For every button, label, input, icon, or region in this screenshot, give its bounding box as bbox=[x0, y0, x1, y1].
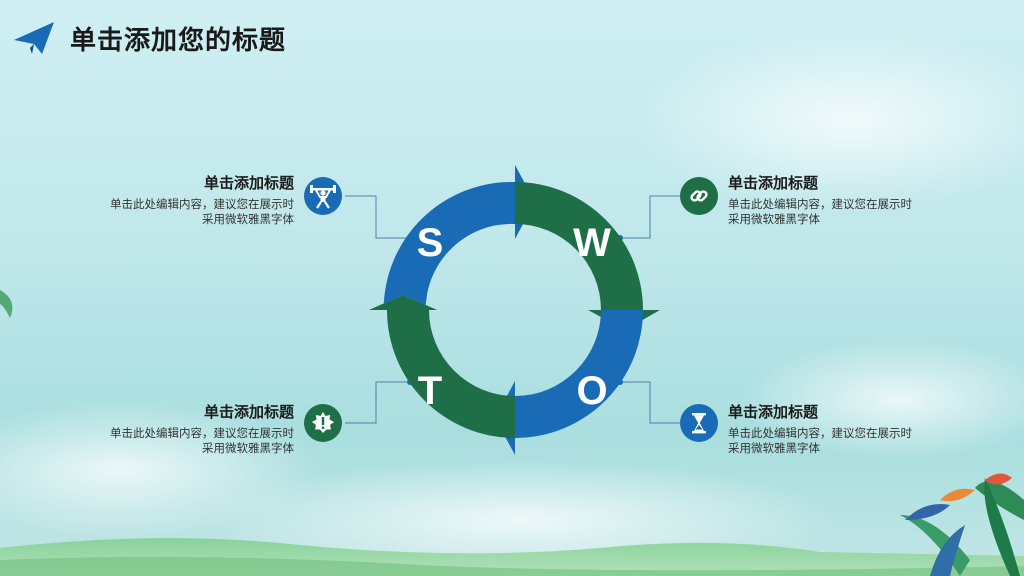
item-s-icon-badge bbox=[304, 177, 342, 215]
item-w-heading[interactable]: 单击添加标题 bbox=[728, 174, 819, 192]
item-w-body-line1[interactable]: 单击此处编辑内容，建议您在展示时 bbox=[728, 197, 912, 211]
swot-arc-t[interactable] bbox=[369, 295, 515, 438]
item-t-icon-badge bbox=[304, 404, 342, 442]
swot-arc-w[interactable] bbox=[515, 182, 660, 330]
weightlifter-icon bbox=[310, 185, 336, 209]
item-t-body-line2[interactable]: 采用微软雅黑字体 bbox=[202, 441, 294, 455]
item-s-textbox: 单击添加标题 单击此处编辑内容，建议您在展示时 采用微软雅黑字体 bbox=[64, 172, 294, 227]
tropical-leaves-decoration bbox=[900, 473, 1024, 576]
swot-arc-o[interactable] bbox=[495, 310, 643, 455]
swot-letter-o: O bbox=[576, 369, 607, 413]
item-t-heading[interactable]: 单击添加标题 bbox=[203, 403, 294, 421]
alert-badge-icon bbox=[312, 412, 334, 433]
swot-letter-s: S bbox=[417, 221, 444, 265]
swot-letter-t: T bbox=[418, 369, 442, 413]
item-s-heading[interactable]: 单击添加标题 bbox=[203, 174, 294, 192]
item-s-body-line2[interactable]: 采用微软雅黑字体 bbox=[202, 212, 294, 226]
item-o-heading[interactable]: 单击添加标题 bbox=[728, 403, 819, 421]
slide-title[interactable]: 单击添加您的标题 bbox=[70, 25, 287, 56]
link-chain-icon bbox=[690, 190, 708, 202]
item-o-icon-badge bbox=[680, 404, 718, 442]
item-o-body-line2[interactable]: 采用微软雅黑字体 bbox=[728, 441, 820, 455]
swot-arc-s[interactable] bbox=[369, 165, 535, 310]
item-s-body-line1[interactable]: 单击此处编辑内容，建议您在展示时 bbox=[110, 197, 294, 211]
hourglass-icon bbox=[692, 413, 706, 434]
item-w-icon-badge bbox=[680, 177, 718, 215]
slide-header: 单击添加您的标题 bbox=[12, 16, 286, 60]
item-o-body-line1[interactable]: 单击此处编辑内容，建议您在展示时 bbox=[728, 426, 912, 440]
item-o-textbox: 单击添加标题 单击此处编辑内容，建议您在展示时 采用微软雅黑字体 bbox=[728, 401, 958, 456]
item-w-textbox: 单击添加标题 单击此处编辑内容，建议您在展示时 采用微软雅黑字体 bbox=[728, 172, 958, 227]
item-t-body-line1[interactable]: 单击此处编辑内容，建议您在展示时 bbox=[110, 426, 294, 440]
item-t-textbox: 单击添加标题 单击此处编辑内容，建议您在展示时 采用微软雅黑字体 bbox=[64, 401, 294, 456]
item-w-body-line2[interactable]: 采用微软雅黑字体 bbox=[728, 212, 820, 226]
swot-letter-w: W bbox=[573, 221, 611, 265]
paper-plane-icon bbox=[14, 22, 54, 54]
